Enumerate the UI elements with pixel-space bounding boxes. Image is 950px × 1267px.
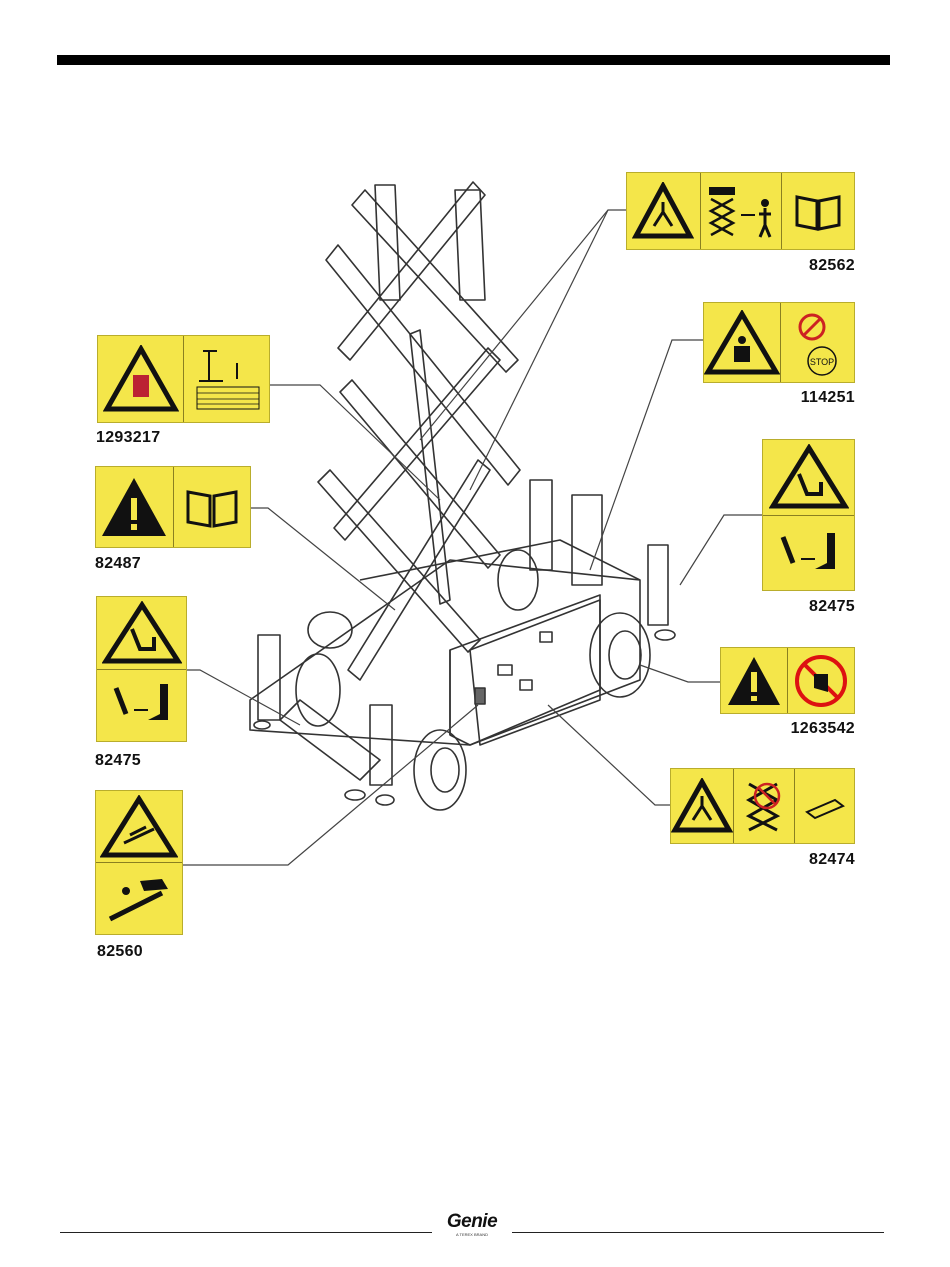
manual-book-icon — [174, 467, 251, 547]
tip-over-icon — [96, 791, 182, 863]
decal-1293217 — [97, 335, 270, 423]
decal-number-82475-left: 82475 — [95, 752, 141, 770]
svg-text:STOP: STOP — [809, 357, 833, 367]
card-icon — [795, 769, 855, 843]
scissor-prohibition-icon — [734, 769, 795, 843]
warning-triangle-icon — [721, 648, 788, 713]
logo-tagline: A TEREX BRAND — [432, 1232, 512, 1237]
warning-triangle-icon — [98, 336, 184, 422]
foot-clearance-icon — [763, 516, 854, 591]
decal-82475-right — [762, 439, 855, 591]
decal-number-114251: 114251 — [780, 389, 855, 407]
logo-wordmark: Genie — [432, 1212, 512, 1232]
footer-rule-right — [512, 1232, 884, 1233]
foot-clearance-icon — [97, 670, 186, 742]
stop-icon: STOP — [781, 303, 854, 382]
decal-82474 — [670, 768, 855, 844]
crush-hazard-icon — [671, 769, 734, 843]
footer-rule-left — [60, 1232, 432, 1233]
decal-82560 — [95, 790, 183, 935]
decal-number-1263542: 1263542 — [760, 720, 855, 738]
warning-triangle-icon — [96, 467, 174, 547]
decal-1263542 — [720, 647, 855, 714]
decal-82487 — [95, 466, 251, 548]
decal-number-82562: 82562 — [780, 257, 855, 275]
hand-prohibition-icon — [788, 648, 854, 713]
decal-114251: STOP — [703, 302, 855, 383]
hand-crush-icon — [96, 863, 182, 934]
tip-over-icon — [704, 303, 781, 382]
decal-82562 — [626, 172, 855, 250]
scissor-clearance-icon — [701, 173, 782, 249]
foot-crush-icon — [97, 597, 186, 670]
decal-number-82475-right: 82475 — [780, 598, 855, 616]
load-capacity-chart-icon — [184, 336, 269, 422]
decal-number-82474: 82474 — [780, 851, 855, 869]
manual-book-icon — [782, 173, 855, 249]
decal-number-82560: 82560 — [97, 943, 143, 961]
decal-number-82487: 82487 — [95, 555, 141, 573]
foot-crush-icon — [763, 440, 854, 516]
crush-hazard-icon — [627, 173, 701, 249]
genie-logo: Genie A TEREX BRAND — [432, 1212, 512, 1237]
decal-82475-left — [96, 596, 187, 742]
decal-number-1293217: 1293217 — [96, 429, 160, 447]
